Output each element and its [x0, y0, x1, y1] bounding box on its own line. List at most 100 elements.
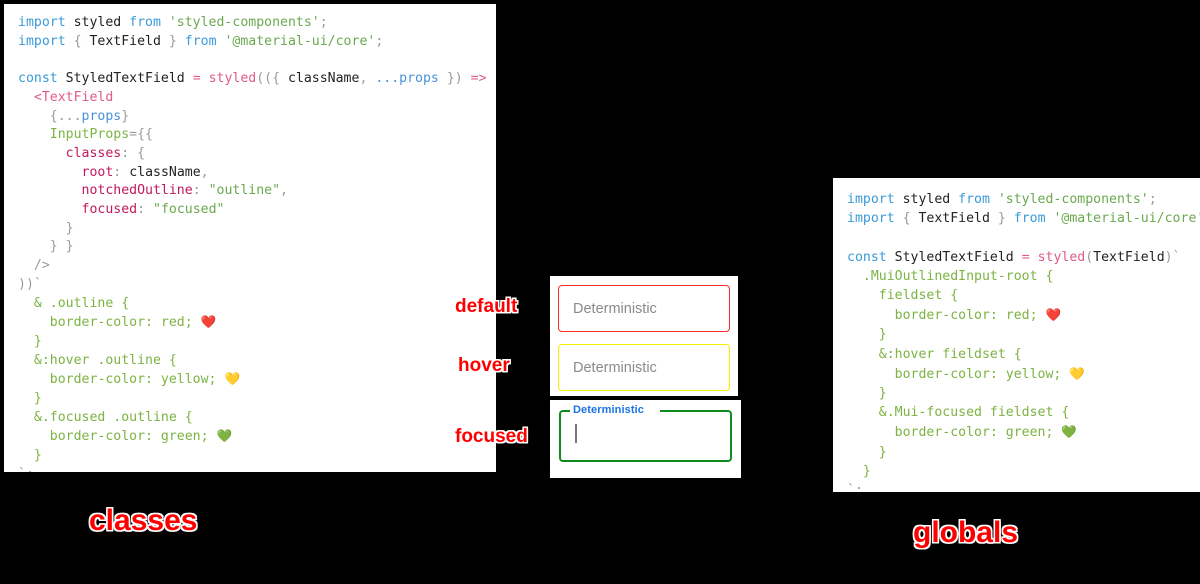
- code-token: ❤️: [200, 314, 217, 330]
- code-token: import: [18, 33, 74, 49]
- code-token: [18, 127, 50, 142]
- textfield-hover-label: Deterministic: [573, 359, 657, 376]
- code-token: const: [18, 71, 66, 87]
- code-token: StyledTextField: [65, 71, 193, 87]
- code-token: from: [184, 33, 225, 49]
- code-token: border-color: yellow;: [18, 372, 225, 388]
- code-token: : {: [121, 145, 146, 161]
- code-token: =: [1021, 249, 1038, 265]
- code-token: border-color: green;: [847, 425, 1062, 441]
- annotation-focused: focused: [455, 426, 528, 447]
- code-token: ,: [280, 183, 288, 199]
- code-token: {: [902, 211, 919, 227]
- text-caret: [575, 424, 577, 443]
- code-token: }: [121, 108, 130, 124]
- code-token: border-color: red;: [847, 308, 1046, 324]
- code-token: &:hover fieldset {: [847, 346, 1022, 362]
- code-token: [18, 90, 34, 105]
- code-token: =>: [470, 71, 495, 87]
- code-token: root: [81, 164, 114, 180]
- code-token: "outline": [208, 183, 281, 199]
- code-token: import: [847, 192, 903, 207]
- code-token: ,: [359, 71, 376, 87]
- code-token: classes: [65, 145, 122, 161]
- code-token: ;: [319, 15, 328, 30]
- code-token: InputProps: [49, 127, 130, 143]
- code-token: '@material-ui/core': [224, 33, 376, 49]
- code-token: const: [847, 249, 895, 265]
- code-token: }: [18, 391, 42, 407]
- code-token: }: [989, 211, 1014, 227]
- code-token: }: [160, 33, 185, 49]
- annotation-default: default: [455, 296, 518, 317]
- textfield-default[interactable]: Deterministic: [558, 285, 730, 332]
- code-token: />: [18, 258, 50, 274]
- code-token: {...: [18, 108, 82, 124]
- code-token: styled: [208, 71, 257, 87]
- code-token: {: [73, 33, 90, 49]
- code-token: [18, 183, 82, 198]
- code-token: }): [438, 71, 471, 87]
- code-token: (: [494, 71, 496, 86]
- textfield-focused-floating-label: Deterministic: [573, 404, 644, 416]
- code-token: `;: [18, 467, 34, 472]
- code-token: focused: [81, 202, 138, 218]
- code-token: 💚: [216, 428, 233, 444]
- code-token: className: [129, 164, 201, 180]
- code-token: [18, 146, 66, 161]
- caption-classes: classes: [89, 504, 198, 537]
- code-token: }: [847, 327, 887, 343]
- code-token: (: [1085, 249, 1094, 265]
- code-token: }: [847, 386, 887, 402]
- code-token: }: [18, 220, 74, 236]
- code-token: ;: [375, 33, 384, 49]
- code-token: className: [287, 71, 360, 87]
- code-token: fieldset {: [847, 288, 959, 304]
- textfield-hover[interactable]: Deterministic: [558, 344, 730, 391]
- code-token: 💛: [1069, 365, 1085, 381]
- left-code-block: import styled from 'styled-components'; …: [18, 14, 496, 472]
- code-token: border-color: yellow;: [847, 366, 1070, 382]
- right-code-block: import styled from 'styled-components'; …: [847, 190, 1200, 492]
- code-token: [18, 202, 82, 217]
- code-token: styled: [1037, 249, 1086, 265]
- code-token: 💚: [1061, 424, 1077, 440]
- code-token: }: [847, 463, 871, 479]
- code-token: [18, 165, 82, 180]
- code-token: props: [81, 108, 122, 124]
- code-token: from: [958, 192, 998, 207]
- code-token: 💛: [224, 371, 241, 387]
- annotation-hover: hover: [458, 355, 510, 376]
- code-token: from: [129, 15, 169, 30]
- code-token: )`: [1164, 249, 1181, 265]
- code-token: :: [113, 164, 130, 180]
- code-token: import: [18, 15, 74, 30]
- textfield-focused[interactable]: Deterministic: [559, 404, 732, 462]
- code-token: styled: [73, 15, 130, 30]
- code-token: &:hover .outline {: [18, 352, 177, 368]
- code-token: (({: [256, 71, 288, 87]
- code-token: }: [18, 448, 42, 464]
- code-token: "focused": [153, 202, 225, 218]
- code-token: =: [192, 71, 209, 87]
- code-token: TextField: [918, 211, 990, 227]
- code-token: StyledTextField: [894, 249, 1022, 265]
- demo-panel-upper: Deterministic Deterministic: [550, 276, 738, 396]
- code-token: &.focused .outline {: [18, 409, 193, 425]
- code-token: ❤️: [1045, 307, 1062, 323]
- code-token: `;: [847, 483, 863, 492]
- code-token: }: [18, 333, 42, 349]
- code-token: :: [137, 202, 153, 218]
- code-token: '@material-ui/core': [1053, 211, 1200, 227]
- code-token: &.Mui-focused fieldset {: [847, 405, 1070, 421]
- code-token: } }: [18, 239, 74, 255]
- code-token: from: [1013, 211, 1054, 227]
- textfield-default-label: Deterministic: [573, 300, 657, 317]
- right-code-panel: import styled from 'styled-components'; …: [833, 178, 1200, 492]
- code-token: ;: [1148, 192, 1157, 207]
- code-token: 'styled-components': [997, 192, 1149, 207]
- code-token: :: [192, 183, 209, 199]
- code-token: ))`: [18, 276, 42, 292]
- demo-panel-lower: Deterministic: [550, 400, 741, 478]
- code-token: }: [847, 444, 887, 460]
